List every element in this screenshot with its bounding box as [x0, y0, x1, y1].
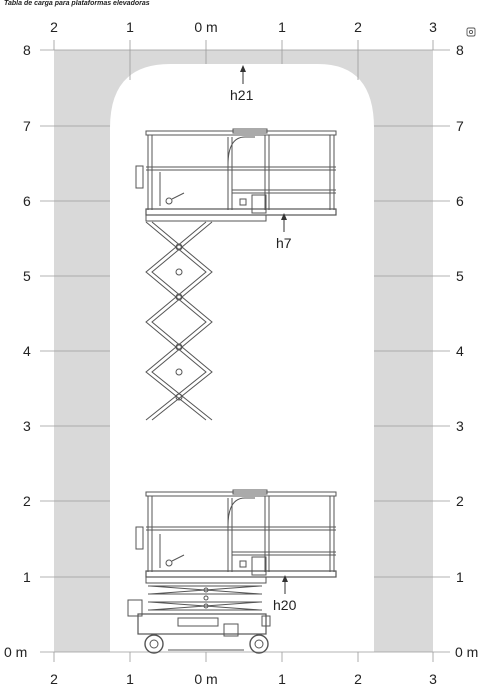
raised-platform: [135, 128, 337, 222]
x-bottom-tick: 2: [50, 671, 58, 687]
y-left-tick: 4: [23, 343, 31, 359]
working-zone: [54, 50, 433, 652]
x-top-tick: 2: [354, 19, 362, 35]
y-axis-left: 0 m 1 2 3 4 5 6 7 8: [4, 42, 31, 660]
x-bottom-tick: 1: [126, 671, 134, 687]
y-right-tick: 7: [456, 118, 464, 134]
y-right-tick: 2: [456, 493, 464, 509]
y-left-tick: 0 m: [4, 644, 27, 660]
expand-icon[interactable]: [466, 27, 476, 37]
y-right-tick: 3: [456, 418, 464, 434]
x-top-tick: 3: [429, 19, 437, 35]
y-right-tick: 1: [456, 569, 464, 585]
x-bottom-tick: 0 m: [194, 671, 217, 687]
label-h7: h7: [276, 235, 292, 251]
x-axis-top: 2 1 0 m 1 2 3: [50, 19, 437, 35]
label-h21: h21: [230, 87, 254, 103]
scissor-lift-arms: [145, 221, 213, 421]
y-left-tick: 6: [23, 193, 31, 209]
measurement-markers: [240, 65, 288, 594]
y-right-tick: 5: [456, 268, 464, 284]
y-right-tick: 0 m: [455, 644, 478, 660]
grid-lines: [40, 40, 450, 662]
y-left-tick: 8: [23, 42, 31, 58]
y-left-tick: 7: [23, 118, 31, 134]
x-bottom-tick: 2: [354, 671, 362, 687]
x-top-tick: 1: [126, 19, 134, 35]
y-left-tick: 1: [23, 569, 31, 585]
figure-caption: Tabla de carga para plataformas elevador…: [4, 0, 150, 7]
lowered-platform: [127, 489, 337, 654]
label-h20: h20: [273, 597, 297, 613]
x-bottom-tick: 3: [429, 671, 437, 687]
y-right-tick: 4: [456, 343, 464, 359]
y-left-tick: 3: [23, 418, 31, 434]
x-axis-bottom: 2 1 0 m 1 2 3: [50, 671, 437, 687]
x-top-tick: 0 m: [194, 19, 217, 35]
y-left-tick: 2: [23, 493, 31, 509]
y-right-tick: 8: [456, 42, 464, 58]
x-top-tick: 2: [50, 19, 58, 35]
x-bottom-tick: 1: [278, 671, 286, 687]
x-top-tick: 1: [278, 19, 286, 35]
y-left-tick: 5: [23, 268, 31, 284]
y-axis-right: 0 m 1 2 3 4 5 6 7 8: [455, 42, 478, 660]
y-right-tick: 6: [456, 193, 464, 209]
